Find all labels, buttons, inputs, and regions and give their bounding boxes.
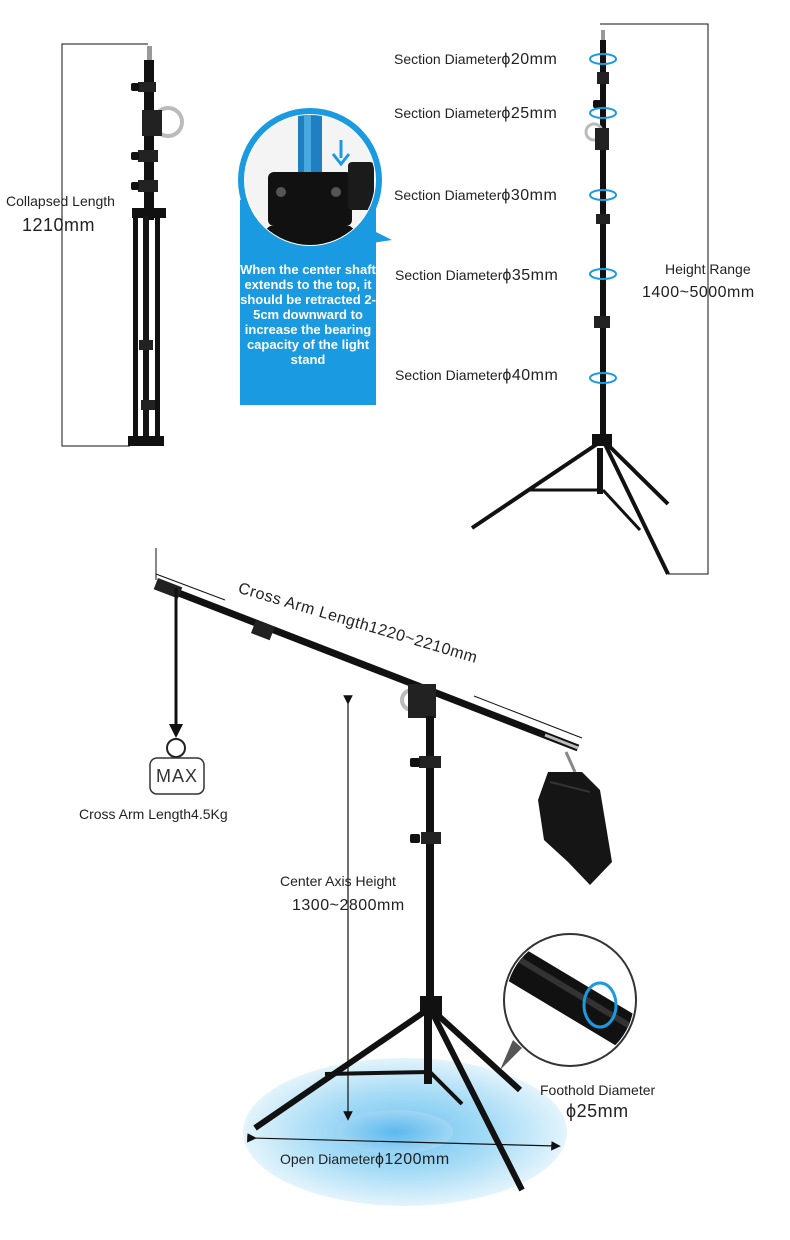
section-diameter-2: Section Diameterϕ25mm — [394, 105, 557, 123]
foothold-zoom — [500, 933, 637, 1070]
callout-box — [238, 108, 392, 405]
section-diameter-label: Section Diameter — [394, 51, 502, 67]
collapsed-length-label: Collapsed Length — [6, 193, 115, 209]
open-diameter-label: Open Diameter — [280, 1151, 375, 1167]
rotation-arrows — [589, 53, 617, 384]
open-diameter: Open Diameterϕ1200mm — [280, 1151, 450, 1169]
extended-stand — [470, 23, 709, 575]
collapsed-stand — [61, 43, 184, 447]
section-diameter-1: Section Diameterϕ20mm — [394, 51, 557, 69]
foothold-label: Foothold Diameter — [540, 1082, 656, 1098]
sandbag-icon — [538, 751, 612, 885]
max-badge — [149, 757, 205, 795]
center-axis-value: 1300~2800mm — [292, 897, 405, 914]
section-diameter-label: Section Diameter — [394, 105, 502, 121]
section-diameter-label: Section Diameter — [394, 187, 502, 203]
bottom-dimensions — [155, 548, 583, 1151]
section-diameter-value: ϕ30mm — [501, 187, 558, 204]
arrow-down-icon — [331, 140, 351, 167]
max-badge-text: MAX — [155, 766, 198, 786]
collapsed-length-value: 1210mm — [22, 215, 96, 235]
rotate-icon — [582, 981, 618, 1029]
boom-stand — [149, 578, 612, 1192]
open-diameter-value: ϕ1200mm — [374, 1151, 450, 1168]
section-diameter-3: Section Diameterϕ30mm — [394, 187, 557, 205]
height-dimension-line — [600, 23, 709, 575]
height-range-label: Height Range — [665, 261, 751, 277]
section-diameter-value: ϕ35mm — [502, 267, 559, 284]
callout-text: When the center shaft extends to the top… — [240, 262, 376, 367]
section-diameter-4: Section Diameterϕ35mm — [395, 267, 558, 285]
center-axis-label: Center Axis Height — [280, 873, 396, 889]
section-diameter-label: Section Diameter — [395, 267, 503, 283]
section-diameter-value: ϕ40mm — [502, 367, 559, 384]
section-diameter-5: Section Diameterϕ40mm — [395, 367, 558, 385]
max-load-label: Cross Arm Length4.5Kg — [79, 806, 228, 822]
section-diameter-value: ϕ20mm — [501, 51, 558, 68]
section-diameter-label: Section Diameter — [395, 367, 503, 383]
collapsed-dimension-line — [61, 43, 148, 447]
height-range-value: 1400~5000mm — [642, 284, 755, 301]
foothold-value: ϕ25mm — [566, 1101, 629, 1121]
section-diameter-value: ϕ25mm — [501, 105, 558, 122]
